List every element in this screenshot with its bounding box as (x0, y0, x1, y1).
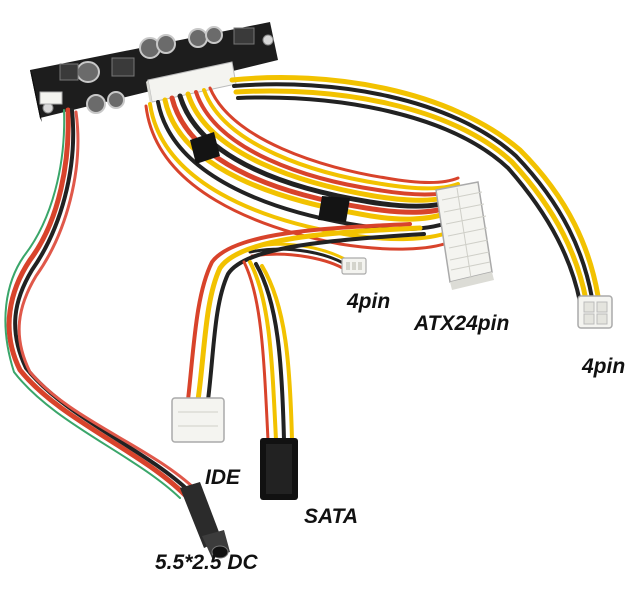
ide-sata-cable (186, 222, 426, 442)
cpu-4pin-cable (229, 75, 601, 304)
capacitor (76, 26, 223, 114)
aux-4pin-cable (248, 242, 352, 272)
atx24-connector (435, 181, 494, 290)
ide-label: IDE (205, 466, 241, 489)
pcb-board (30, 22, 278, 122)
cpu-4pin-connector (577, 295, 613, 329)
ide-connector (171, 397, 225, 443)
dc-jack-cable (4, 107, 198, 499)
aux-4pin-label: 4pin (347, 290, 391, 313)
atx24pin-label: ATX24pin (414, 312, 510, 335)
aux-4pin-connector (341, 257, 367, 275)
dc-jack-label: 5.5*2.5 DC (155, 551, 258, 574)
sata-label: SATA (304, 505, 359, 528)
cpu-4pin-label: 4pin (582, 355, 626, 378)
sata-connector (260, 438, 298, 500)
dc-jack-connector (180, 482, 230, 559)
